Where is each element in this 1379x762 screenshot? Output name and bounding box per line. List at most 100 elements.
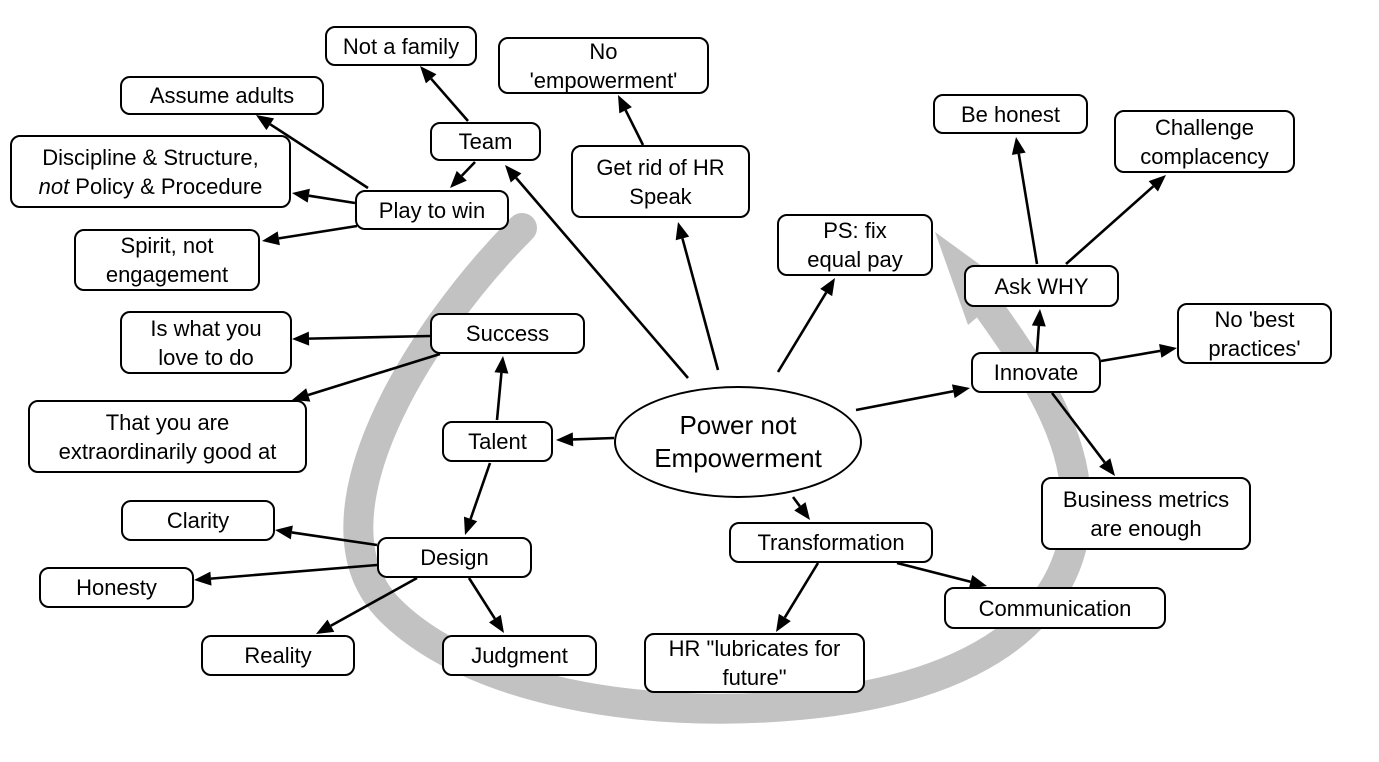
arrowhead-icon (776, 613, 791, 632)
edge-line (681, 238, 720, 371)
edge-talent-to-success (494, 356, 509, 421)
concept-node-no-empowerment[interactable]: No 'empowerment' (498, 37, 709, 94)
node-label: Get rid of HR Speak (596, 154, 725, 209)
edge-line (430, 77, 469, 122)
concept-node-honesty[interactable]: Honesty (39, 567, 194, 608)
edge-line (791, 496, 801, 508)
edge-line (269, 123, 369, 190)
arrowhead-icon (494, 356, 509, 374)
node-label: Assume adults (149, 83, 295, 108)
concept-node-clarity[interactable]: Clarity (121, 500, 275, 541)
edge-line (896, 561, 971, 584)
concept-node-good-at[interactable]: That you are extraordinarily good at (28, 400, 307, 473)
concept-node-discipline[interactable]: Discipline & Structure,not Policy & Proc… (10, 135, 291, 208)
edge-line (515, 177, 689, 379)
arrowhead-icon (262, 231, 280, 246)
edge-power-to-transformation (791, 496, 810, 520)
edge-power-to-talent (556, 432, 615, 447)
arrowhead-icon (1031, 309, 1046, 327)
concept-node-communication[interactable]: Communication (944, 587, 1166, 629)
concept-node-metrics[interactable]: Business metrics are enough (1041, 477, 1251, 550)
concept-node-not-family[interactable]: Not a family (325, 26, 477, 66)
concept-node-best-practices[interactable]: No 'best practices' (1177, 303, 1332, 364)
arrowhead-icon (292, 388, 311, 402)
edge-hr_speak-to-no_empowerment (618, 95, 645, 146)
concept-node-hr-speak[interactable]: Get rid of HR Speak (571, 145, 750, 218)
concept-node-innovate[interactable]: Innovate (971, 352, 1101, 393)
edge-transformation-to-hr_lubricates (776, 562, 820, 632)
arrowhead-icon (292, 188, 310, 203)
edge-line (460, 161, 476, 177)
arrowhead-icon (275, 525, 293, 540)
node-label: Communication (978, 595, 1132, 621)
concept-node-transformation[interactable]: Transformation (729, 522, 933, 563)
edge-power-to-equal_pay (776, 278, 835, 373)
concept-node-assume-adults[interactable]: Assume adults (120, 76, 324, 115)
node-label: Not a family (342, 33, 460, 59)
concept-node-love-to-do[interactable]: Is what you love to do (120, 311, 292, 374)
concept-node-play-to-win[interactable]: Play to win (355, 190, 509, 230)
edge-innovate-to-metrics (1050, 392, 1115, 476)
edge-success-to-love_to_do (292, 331, 431, 346)
concept-node-success[interactable]: Success (430, 313, 585, 354)
edge-play_to_win-to-spirit (262, 224, 358, 246)
edge-innovate-to-best_practices (1100, 343, 1177, 363)
node-label: Clarity (166, 508, 230, 533)
arrowhead-icon (1099, 458, 1115, 476)
concept-node-talent[interactable]: Talent (442, 421, 553, 462)
node-label: Talent (468, 429, 527, 454)
concept-node-challenge[interactable]: Challenge complacency (1114, 110, 1295, 173)
node-label: Success (465, 321, 550, 346)
edge-ask_why-to-be_honest (1011, 137, 1039, 265)
edge-innovate-to-ask_why (1031, 309, 1046, 353)
arrowhead-icon (450, 170, 467, 188)
edge-line (469, 462, 492, 520)
edge-power-to-innovate (855, 384, 970, 412)
node-label: Spirit, not engagement (105, 233, 229, 287)
edge-power-to-hr_speak (675, 222, 720, 371)
concept-node-reality[interactable]: Reality (201, 635, 355, 676)
concept-node-team[interactable]: Team (430, 122, 541, 161)
edge-design-to-judgment (467, 577, 504, 633)
edge-line (1017, 153, 1039, 265)
edge-design-to-honesty (194, 563, 378, 586)
node-label: Business metrics are enough (1062, 486, 1230, 541)
edge-line (1050, 392, 1106, 464)
concept-node-hr-lubricates[interactable]: HR "lubricates for future" (644, 633, 865, 693)
edge-line (210, 563, 378, 580)
node-label: Transformation (757, 530, 905, 555)
concept-node-ask-why[interactable]: Ask WHY (964, 265, 1119, 307)
node-label: HR "lubricates for future" (668, 636, 841, 690)
node-label-rest: Policy & Procedure (69, 173, 263, 199)
central-concept-node[interactable]: Power not Empowerment (614, 386, 862, 498)
arrowhead-icon (968, 575, 987, 589)
concept-node-be-honest[interactable]: Be honest (933, 94, 1088, 134)
arrowhead-icon (463, 516, 478, 535)
edge-line (308, 334, 431, 340)
edge-line (572, 436, 615, 441)
node-label-line1: Discipline & Structure, (42, 144, 259, 170)
edge-line (624, 109, 645, 146)
edge-line (467, 577, 496, 620)
edge-line (776, 291, 828, 373)
arrowhead-icon (1159, 343, 1177, 358)
edge-line (783, 562, 820, 619)
concept-node-design[interactable]: Design (377, 537, 532, 578)
edge-line (855, 389, 954, 412)
node-label: Ask WHY (994, 273, 1089, 299)
concept-node-equal-pay[interactable]: PS: fix equal pay (777, 214, 933, 276)
edge-talent-to-design (463, 462, 492, 535)
edge-ask_why-to-challenge (1065, 175, 1166, 265)
edge-power-to-team (505, 165, 689, 379)
concept-node-judgment[interactable]: Judgment (442, 635, 597, 676)
node-label: Innovate (993, 360, 1079, 385)
edge-line (291, 531, 378, 547)
arrowhead-icon (618, 95, 632, 114)
arrowhead-icon (292, 331, 310, 346)
edge-line (1035, 325, 1041, 353)
arrowhead-icon (505, 165, 522, 183)
node-label: Honesty (76, 575, 157, 600)
concept-node-spirit[interactable]: Spirit, not engagement (74, 229, 260, 291)
node-label: Reality (244, 643, 312, 668)
node-label: Is what you love to do (150, 315, 262, 370)
